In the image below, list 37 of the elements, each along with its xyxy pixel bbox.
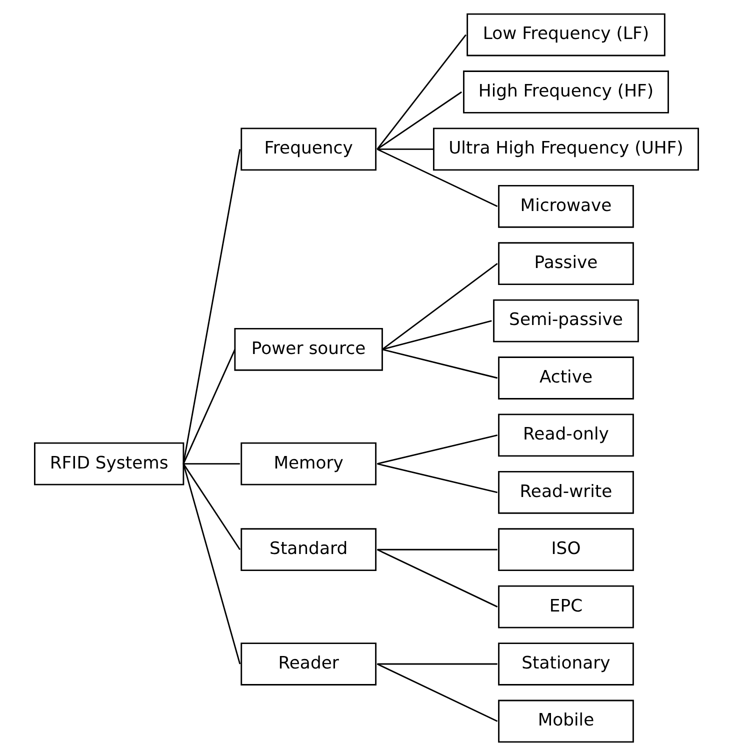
node-box: Reader — [240, 642, 376, 686]
connector — [376, 548, 498, 608]
connector — [377, 548, 498, 550]
node-box: ISO — [498, 528, 634, 572]
connector — [377, 663, 498, 665]
connector — [382, 348, 498, 379]
node-box: EPC — [498, 585, 634, 628]
node-box: Microwave — [498, 184, 634, 228]
node-box: Semi-passive — [493, 299, 639, 342]
node-box: Read-only — [498, 414, 634, 457]
node-box: Power source — [234, 328, 383, 371]
node-box: Mobile — [498, 700, 634, 743]
node-box: Standard — [240, 528, 376, 572]
connector — [376, 148, 498, 208]
connector — [182, 149, 241, 464]
connector — [376, 663, 498, 722]
node-box: Low Frequency (LF) — [466, 13, 666, 56]
node-box: Ultra High Frequency (UHF) — [433, 128, 699, 171]
node-box: High Frequency (HF) — [463, 70, 669, 114]
connector — [182, 463, 241, 550]
connector — [377, 434, 498, 464]
connector — [182, 349, 236, 464]
node-box: Active — [498, 356, 634, 400]
connector — [376, 91, 462, 150]
connector — [382, 263, 498, 350]
node-box: Memory — [240, 442, 376, 486]
node-box: Passive — [498, 242, 634, 286]
node-box: Frequency — [240, 128, 376, 171]
node-box: RFID Systems — [34, 442, 184, 486]
connector — [183, 463, 240, 465]
node-box: Read-write — [498, 470, 634, 514]
connector — [377, 463, 498, 494]
connector — [182, 464, 241, 664]
node-box: Stationary — [498, 642, 634, 686]
connector — [376, 34, 466, 150]
connector — [377, 148, 434, 150]
connector — [382, 320, 492, 350]
